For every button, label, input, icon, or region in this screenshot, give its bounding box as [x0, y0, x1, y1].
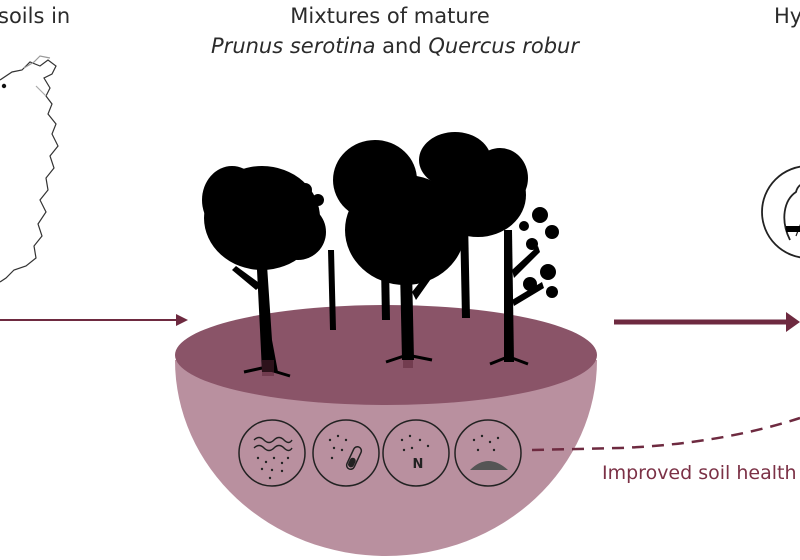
nitrogen-icon: N: [382, 419, 450, 487]
input-arrow: [0, 314, 188, 326]
species-a: Prunus serotina: [211, 34, 376, 58]
map-site-dot: [1, 83, 7, 89]
species-heading: Prunus serotina and Quercus robur: [0, 34, 790, 58]
center-heading: Mixtures of mature: [290, 4, 490, 28]
trunk-shadow: [262, 360, 413, 376]
water-icon: [238, 419, 306, 487]
right-heading: Hy: [774, 4, 800, 28]
oak-leaf-icon: [761, 165, 800, 259]
nitrogen-symbol: N: [413, 457, 424, 472]
left-heading: soils in: [0, 4, 71, 28]
soil-health-label: Improved soil health: [602, 462, 797, 484]
map-outline: [0, 55, 59, 283]
soil-bowl: [175, 360, 597, 556]
tree-group: [202, 132, 559, 378]
oak-foliage: [290, 183, 559, 298]
soil-heap-icon: [454, 419, 522, 487]
output-arrow: [614, 312, 800, 332]
species-b: Quercus robur: [428, 34, 579, 58]
soil-surface: [175, 305, 597, 405]
soil-health-link: [531, 416, 800, 452]
conjunction: and: [382, 34, 422, 58]
test-tube-icon: [312, 419, 380, 487]
